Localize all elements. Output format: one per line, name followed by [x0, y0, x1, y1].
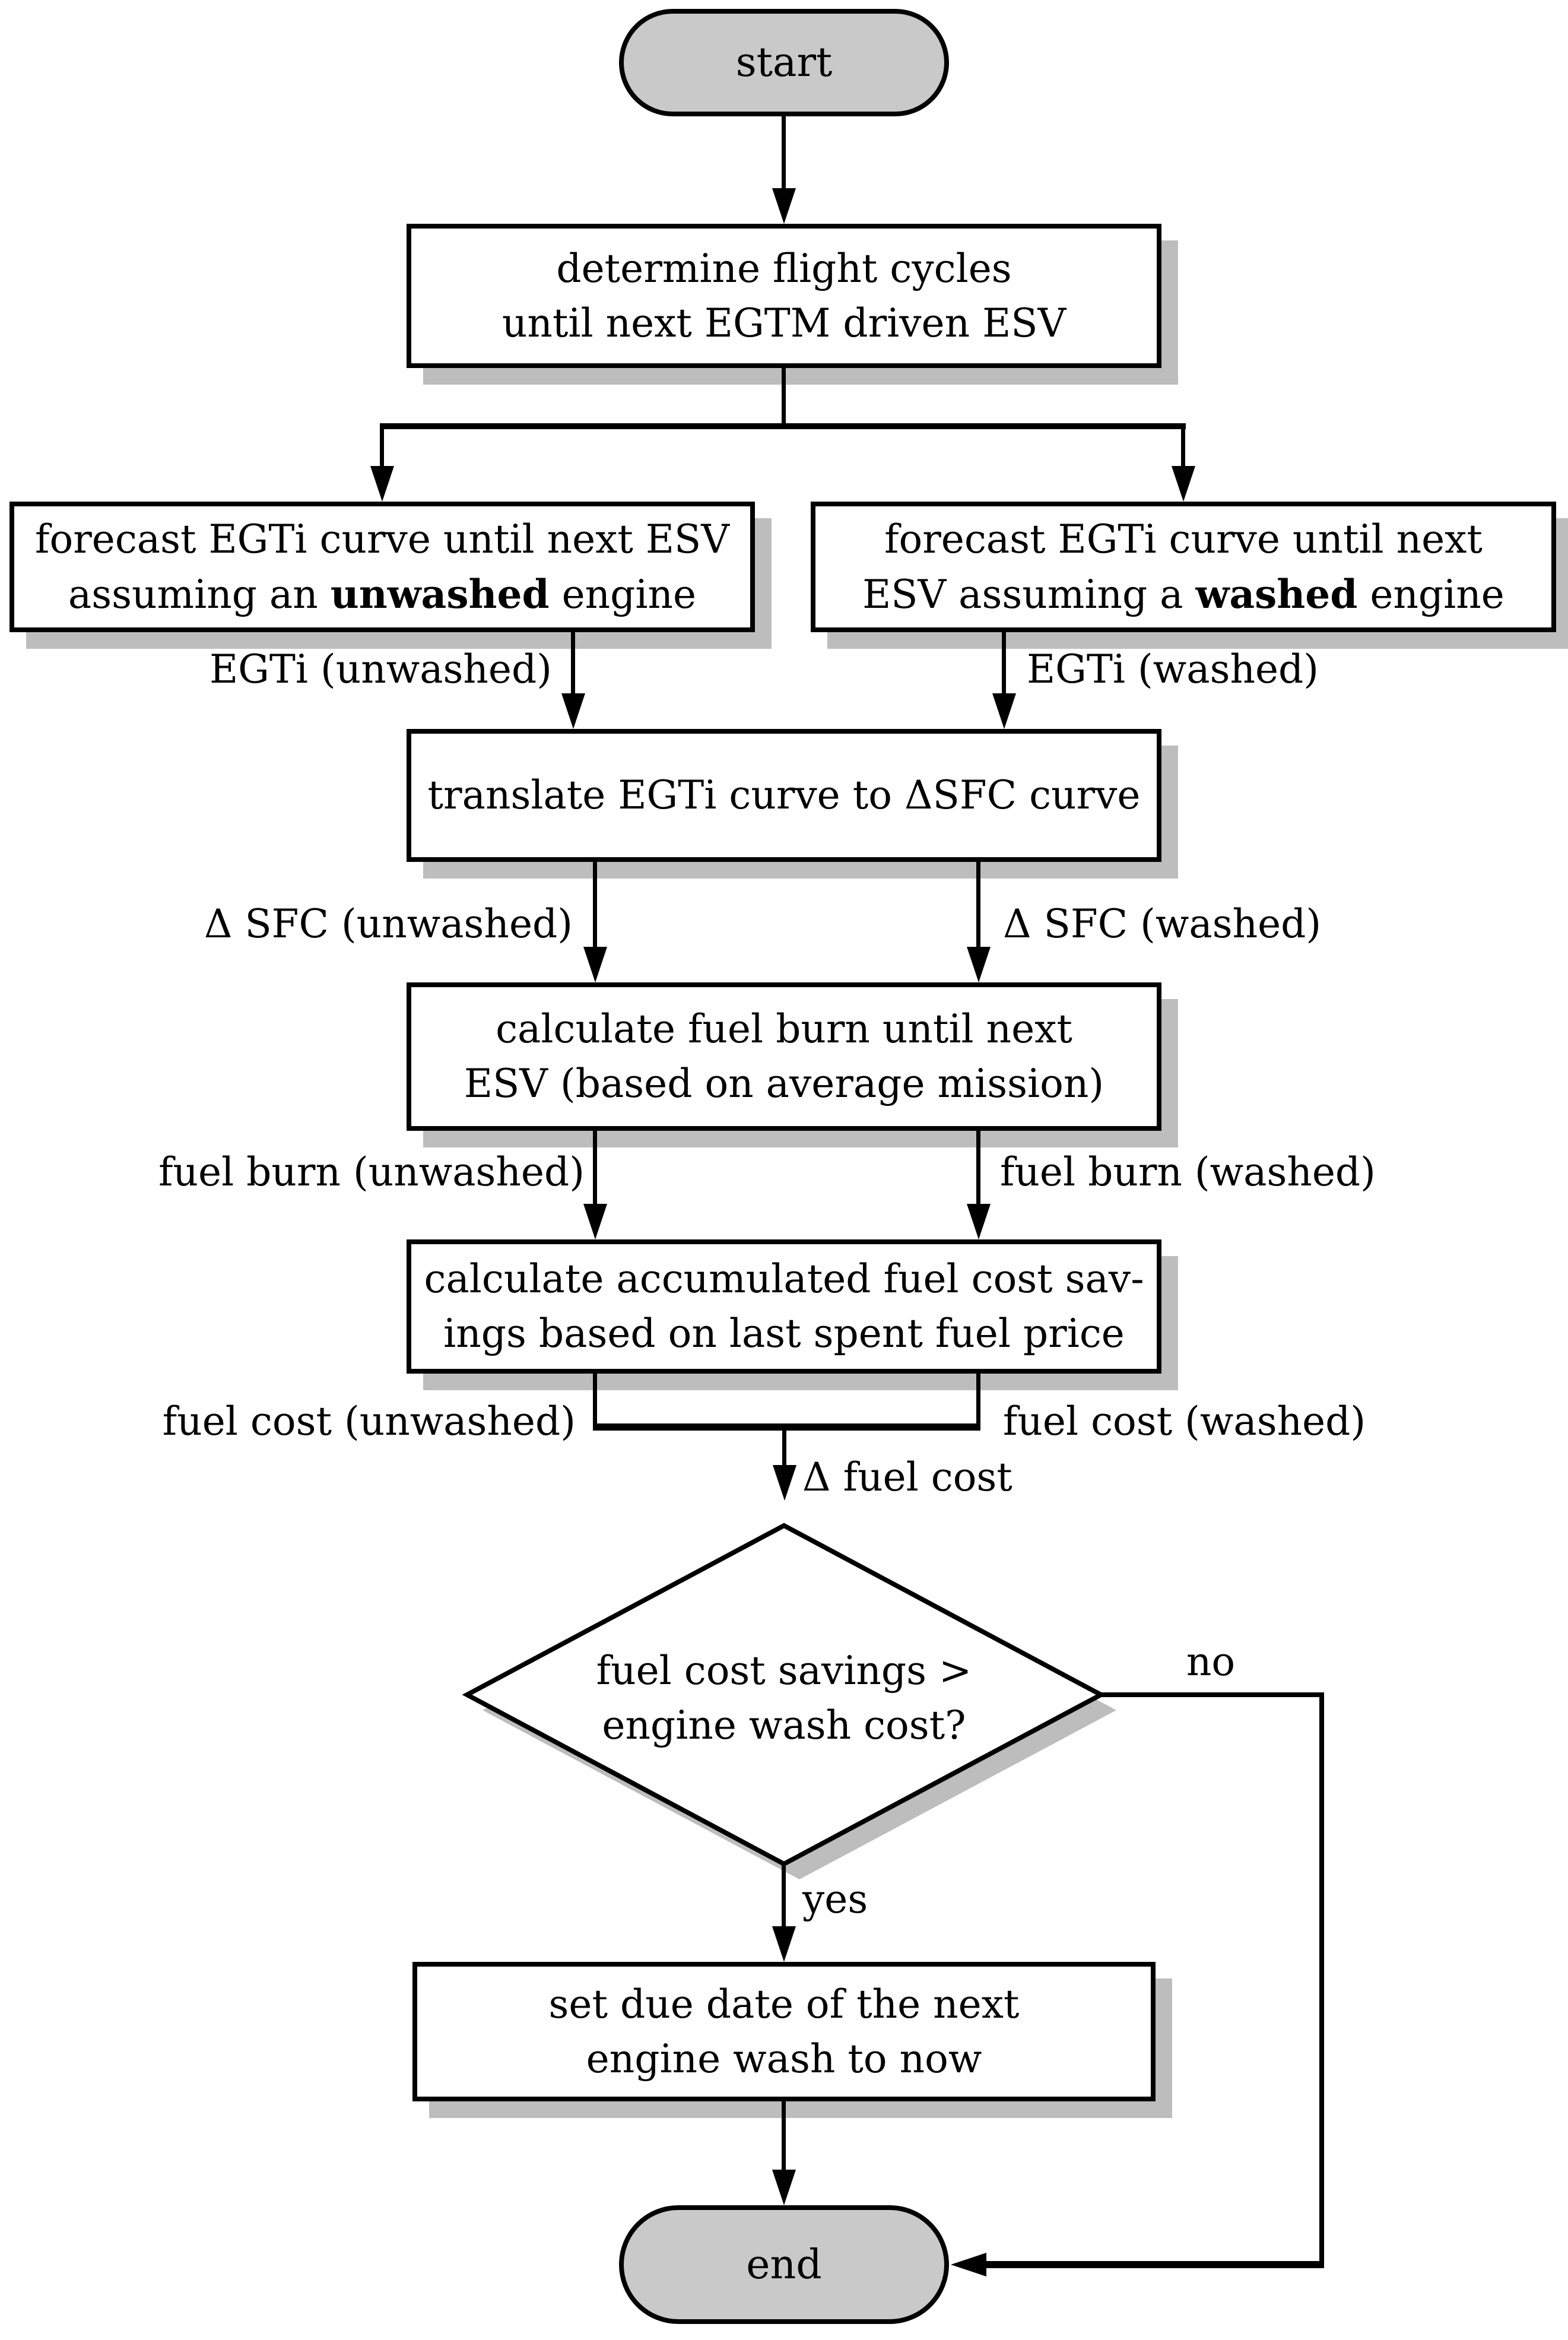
edge-label-fuelcost-unwashed: fuel cost (unwashed) — [162, 1399, 576, 1444]
edge-label-dsfc-washed: Δ SFC (washed) — [1003, 901, 1322, 947]
node-decision-line2: engine wash cost? — [602, 1702, 966, 1748]
node-end: end — [619, 2205, 949, 2324]
arrowhead-egti-washed — [992, 693, 1016, 729]
node-fuel-burn-line2: ESV (based on average mission) — [464, 1061, 1104, 1106]
arrowhead-setduedate-end — [772, 2170, 796, 2205]
node-forecast-unwashed-line2: assuming an unwashed engine — [68, 567, 696, 622]
edge-decision-setduedate — [782, 1864, 786, 1929]
arrowhead-forecast-unwashed — [370, 466, 394, 502]
edge-label-delta-fuel-cost: Δ fuel cost — [802, 1454, 1012, 1500]
node-calculate-fuel-cost-savings: calculate accumulated fuel cost sav- ing… — [407, 1239, 1161, 1374]
forecast-washed-line2-pre: ESV assuming a — [862, 571, 1196, 617]
edge-split-forecast-unwashed — [380, 426, 384, 475]
edge-fuelcost-merge-left — [593, 1374, 597, 1428]
arrowhead-start-determine — [772, 188, 796, 224]
node-forecast-unwashed: forecast EGTi curve until next ESV assum… — [9, 502, 755, 632]
node-set-due-date: set due date of the next engine wash to … — [412, 1962, 1156, 2101]
arrowhead-egti-unwashed — [561, 693, 585, 729]
node-start: start — [619, 9, 949, 116]
node-translate-egti: translate EGTi curve to ΔSFC curve — [407, 729, 1161, 862]
node-determine-line2: until next EGTM driven ESV — [501, 300, 1067, 346]
edge-fuelburn-fuelcost-right — [976, 1131, 980, 1211]
edge-translate-fuelburn-right — [976, 862, 980, 953]
arrowhead-fuelburn-washed — [967, 1204, 991, 1239]
arrowhead-no-end — [951, 2253, 986, 2276]
arrowhead-forecast-washed — [1172, 466, 1195, 502]
arrowhead-dsfc-washed — [967, 947, 991, 982]
node-set-due-line2: engine wash to now — [586, 2035, 982, 2082]
no-path-vertical — [1319, 1692, 1324, 2263]
node-fuel-cost-line1: calculate accumulated fuel cost sav- — [424, 1256, 1144, 1302]
edge-label-fuelburn-washed: fuel burn (washed) — [1000, 1149, 1376, 1195]
merge-connector — [593, 1423, 980, 1431]
split-connector — [380, 423, 1186, 429]
node-forecast-unwashed-line1: forecast EGTi curve until next ESV — [35, 516, 729, 562]
node-fuel-burn-line1: calculate fuel burn until next — [496, 1006, 1072, 1052]
edge-label-yes: yes — [802, 1876, 868, 1922]
edge-split-forecast-washed — [1181, 426, 1185, 475]
node-determine-line1: determine flight cycles — [556, 245, 1012, 291]
edge-translate-fuelburn-left — [593, 862, 597, 953]
edge-start-determine — [782, 116, 786, 196]
node-translate-line1: translate EGTi curve to ΔSFC curve — [427, 772, 1141, 818]
edge-label-egti-unwashed: EGTi (unwashed) — [209, 646, 552, 692]
decision-diamond-shape — [462, 1523, 1116, 1879]
forecast-washed-line2-post: engine — [1357, 571, 1504, 617]
node-start-label: start — [735, 39, 833, 86]
edge-label-no: no — [1186, 1639, 1236, 1685]
arrowhead-fuelburn-unwashed — [583, 1204, 607, 1239]
edge-forecast-washed-translate — [1002, 632, 1006, 700]
edge-merge-decision — [782, 1431, 786, 1469]
node-decision-line1: fuel cost savings > — [596, 1648, 972, 1694]
edge-forecast-unwashed-translate — [571, 632, 575, 700]
edge-fuelcost-merge-right — [976, 1374, 980, 1428]
forecast-unwashed-line2-pre: assuming an — [68, 571, 331, 617]
edge-fuelburn-fuelcost-left — [593, 1131, 597, 1211]
node-forecast-washed: forecast EGTi curve until next ESV assum… — [811, 502, 1556, 632]
edge-label-fuelburn-unwashed: fuel burn (unwashed) — [158, 1149, 585, 1195]
node-decision-text: fuel cost savings > engine wash cost? — [547, 1644, 1021, 1753]
arrowhead-dsfc-unwashed — [583, 947, 607, 982]
arrowhead-merge-decision — [773, 1465, 796, 1501]
node-forecast-washed-line2: ESV assuming a washed engine — [862, 567, 1504, 622]
no-path-horizontal-bottom — [979, 2261, 1324, 2268]
forecast-washed-line2-bold: washed — [1195, 570, 1358, 617]
forecast-unwashed-line2-post: engine — [549, 571, 697, 617]
node-calculate-fuel-burn: calculate fuel burn until next ESV (base… — [407, 982, 1161, 1131]
forecast-unwashed-line2-bold: unwashed — [330, 570, 550, 617]
node-forecast-washed-line1: forecast EGTi curve until next — [884, 516, 1483, 562]
no-path-horizontal-top — [1101, 1692, 1324, 1697]
edge-label-egti-washed: EGTi (washed) — [1027, 646, 1319, 692]
edge-label-dsfc-unwashed: Δ SFC (unwashed) — [204, 901, 573, 947]
node-end-label: end — [746, 2241, 822, 2288]
edge-label-fuelcost-washed: fuel cost (washed) — [1003, 1399, 1366, 1444]
node-determine-flight-cycles: determine flight cycles until next EGTM … — [407, 224, 1161, 368]
edge-determine-split — [782, 368, 786, 429]
arrowhead-yes — [772, 1926, 796, 1962]
node-set-due-line1: set due date of the next — [548, 1981, 1020, 2027]
node-fuel-cost-line2: ings based on last spent fuel price — [443, 1311, 1125, 1356]
edge-setduedate-end — [782, 2101, 786, 2173]
